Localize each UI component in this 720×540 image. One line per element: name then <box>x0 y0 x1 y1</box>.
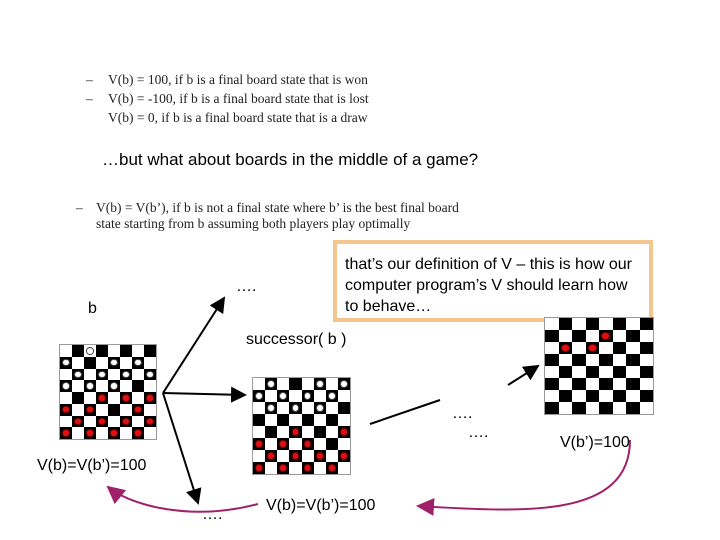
arrow-to-upper-successor <box>163 298 224 393</box>
value-backprop-arrow-left <box>108 487 258 512</box>
arrow-to-lower-successor <box>163 393 198 503</box>
arrow-to-final-board-head <box>508 366 538 385</box>
arrow-to-final-board <box>370 400 440 424</box>
arrow-to-successor-board <box>163 393 245 395</box>
value-backprop-arrow-right <box>418 440 630 510</box>
